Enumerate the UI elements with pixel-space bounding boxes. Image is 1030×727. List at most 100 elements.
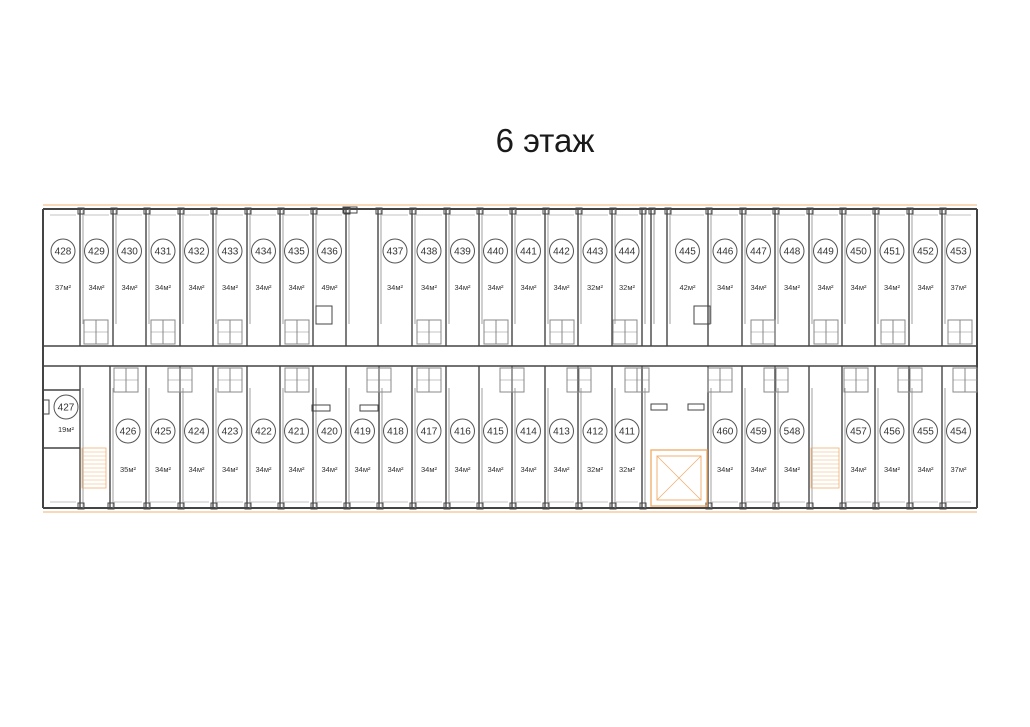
room-area: 34м² — [554, 283, 570, 292]
column-bottom-9 — [376, 502, 384, 510]
column-top-2 — [143, 207, 151, 215]
room-number: 412 — [587, 427, 604, 438]
room-number-circle — [284, 238, 309, 264]
column-bottom-13 — [509, 502, 517, 510]
room-number-circle — [746, 238, 771, 264]
room-number: 460 — [717, 427, 734, 438]
column-top-15 — [575, 207, 583, 215]
room-area: 34м² — [751, 465, 767, 474]
column-bottom-7 — [310, 502, 318, 510]
room-area: 34м² — [717, 283, 733, 292]
room-area: 34м² — [256, 283, 272, 292]
room-number-circle — [675, 238, 700, 264]
room-number-circle — [450, 418, 475, 444]
column-top-10 — [409, 207, 417, 215]
room-area: 34м² — [155, 465, 171, 474]
column-bottom-1 — [107, 502, 115, 510]
column-top-22 — [772, 207, 780, 215]
room-number: 428 — [55, 247, 72, 258]
column-bottom-24 — [906, 502, 914, 510]
rooms-layer: 42837м²42934м²43034м²43134м²43234м²43334… — [50, 238, 971, 474]
room-number-circle — [846, 238, 871, 264]
room-area: 34м² — [355, 465, 371, 474]
room-number-circle — [846, 418, 871, 444]
column-top-20 — [705, 207, 713, 215]
room-number-circle — [483, 418, 508, 444]
column-top-4 — [210, 207, 218, 215]
room-number: 548 — [784, 427, 801, 438]
column-top-26 — [906, 207, 914, 215]
column-top-25 — [872, 207, 880, 215]
room-number-circle — [150, 238, 176, 264]
room-number-circle — [251, 418, 276, 444]
column-bottom-3 — [177, 502, 185, 510]
column-bottom-22 — [839, 502, 847, 510]
room-number: 459 — [750, 427, 767, 438]
room-area: 34м² — [784, 465, 800, 474]
room-area: 34м² — [122, 283, 138, 292]
room-number-circle — [115, 418, 141, 444]
room-number: 457 — [850, 427, 867, 438]
room-number: 433 — [222, 247, 239, 258]
room-area: 34м² — [884, 283, 900, 292]
room-area: 34м² — [455, 283, 471, 292]
room-number-circle — [53, 394, 79, 420]
room-area: 34м² — [189, 283, 205, 292]
room-area: 32м² — [587, 283, 603, 292]
shaft-lift-right — [687, 403, 705, 411]
room-top-14: 442 34м² — [549, 238, 574, 292]
room-number-circle — [582, 418, 608, 444]
room-area: 34м² — [455, 465, 471, 474]
room-number-circle — [779, 418, 805, 444]
room-area: 34м² — [884, 465, 900, 474]
room-number: 436 — [321, 247, 338, 258]
room-area: 37м² — [951, 283, 967, 292]
room-area: 35м² — [120, 465, 136, 474]
room-area: 19м² — [58, 425, 74, 434]
room-number: 429 — [88, 247, 105, 258]
room-number: 453 — [950, 247, 967, 258]
room-number: 418 — [387, 427, 404, 438]
room-number-circle — [913, 238, 938, 264]
room-area: 34м² — [222, 283, 238, 292]
column-top-23 — [806, 207, 814, 215]
room-number: 420 — [321, 427, 338, 438]
column-top-7 — [310, 207, 318, 215]
room-number: 442 — [553, 247, 570, 258]
room-number: 414 — [520, 427, 537, 438]
column-top-6 — [277, 207, 285, 215]
room-area: 34м² — [717, 465, 733, 474]
room-area: 34м² — [521, 465, 537, 474]
room-number-circle — [184, 418, 209, 444]
room-number: 431 — [155, 247, 172, 258]
room-number-circle — [614, 238, 640, 264]
floor-title: 6 этаж — [495, 122, 595, 159]
shaft-420 — [311, 404, 331, 412]
room-area: 42м² — [680, 283, 696, 292]
room-number-circle — [350, 418, 375, 444]
room-number-circle — [317, 238, 342, 264]
room-number: 430 — [121, 247, 138, 258]
room-bottom-11: 416 34м² — [450, 418, 475, 474]
room-area: 34м² — [918, 465, 934, 474]
room-number: 426 — [120, 427, 137, 438]
column-top-3 — [177, 207, 185, 215]
room-number: 416 — [454, 427, 471, 438]
room-area: 34м² — [851, 465, 867, 474]
